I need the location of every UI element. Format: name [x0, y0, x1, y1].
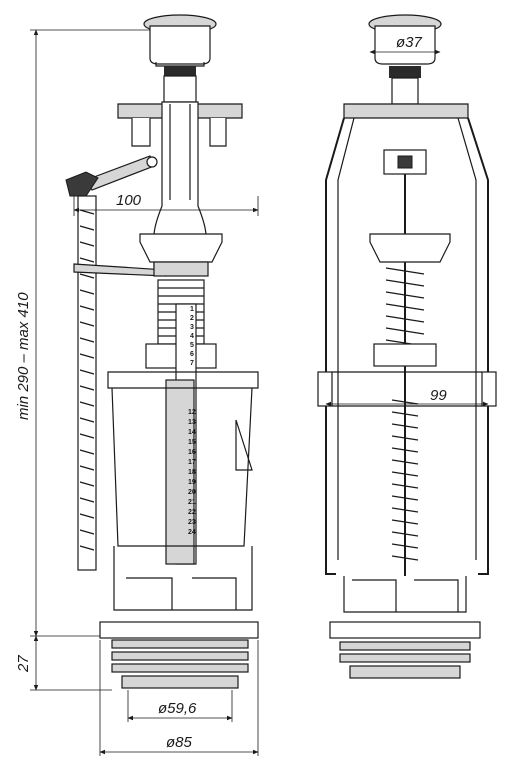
scale-mark-12: 12	[188, 409, 196, 416]
scale-mark-23: 23	[188, 519, 196, 526]
lever-arm	[65, 155, 158, 197]
right-clip	[383, 149, 427, 175]
float-cup	[139, 233, 223, 277]
scale-mark-3: 3	[190, 324, 194, 331]
right-view	[317, 14, 497, 679]
scale-mark-22: 22	[188, 509, 196, 516]
scale-mark-1: 1	[190, 306, 194, 313]
right-base	[329, 576, 481, 679]
left-view: 1 2 3 4 5 6 7 12 13 14 15 16 17 18 19 20…	[65, 14, 259, 689]
scale-mark-5: 5	[190, 342, 194, 349]
dimension-housing-width: 99	[325, 387, 489, 407]
right-spring	[373, 267, 437, 561]
dimension-thread-diameter: ø59,6	[127, 690, 233, 722]
dimension-thread-height: 27	[15, 635, 112, 691]
scale-mark-18: 18	[188, 469, 196, 476]
scale-strip	[165, 303, 197, 565]
scale-mark-19: 19	[188, 479, 196, 486]
dimension-height: min 290 – max 410	[15, 29, 150, 637]
scale-mark-7: 7	[190, 360, 194, 367]
right-cup	[369, 233, 451, 263]
button-spring	[164, 66, 196, 76]
left-housing	[107, 371, 259, 611]
upper-stem	[163, 75, 197, 103]
dim-arm-length-label: 100	[116, 192, 142, 209]
right-upper-stem	[391, 77, 419, 105]
scale-mark-13: 13	[188, 419, 196, 426]
scale-mark-16: 16	[188, 449, 196, 456]
dim-base-diameter-label: ø85	[166, 734, 193, 751]
float-rod	[73, 195, 167, 571]
scale-mark-17: 17	[188, 459, 196, 466]
dim-housing-width-label: 99	[430, 387, 447, 404]
dimension-button: ø37	[369, 34, 441, 55]
left-thread	[99, 621, 259, 689]
scale-mark-15: 15	[188, 439, 196, 446]
scale-mark-6: 6	[190, 351, 194, 358]
right-button-spring	[389, 66, 421, 78]
dim-height-range-label: min 290 – max 410	[15, 292, 32, 420]
dim-thread-height-label: 27	[15, 655, 32, 673]
dim-button-diameter-label: ø37	[396, 34, 423, 51]
scale-mark-2: 2	[190, 315, 194, 322]
right-button-cap	[368, 14, 442, 65]
scale-mark-21: 21	[188, 499, 196, 506]
scale-mark-14: 14	[188, 429, 196, 436]
dimension-arm: 100	[73, 192, 259, 216]
right-top-plate	[343, 103, 469, 119]
scale-mark-24: 24	[188, 529, 196, 536]
scale-mark-20: 20	[188, 489, 196, 496]
scale-marks: 1 2 3 4 5 6 7 12 13 14 15 16 17 18 19 20…	[188, 306, 196, 536]
dim-thread-diameter-label: ø59,6	[158, 700, 197, 717]
scale-mark-4: 4	[190, 333, 194, 340]
right-frame	[317, 117, 497, 575]
push-button-cap	[143, 14, 217, 67]
dimension-base-diameter: ø85	[99, 640, 259, 756]
right-crossbar	[332, 371, 482, 407]
